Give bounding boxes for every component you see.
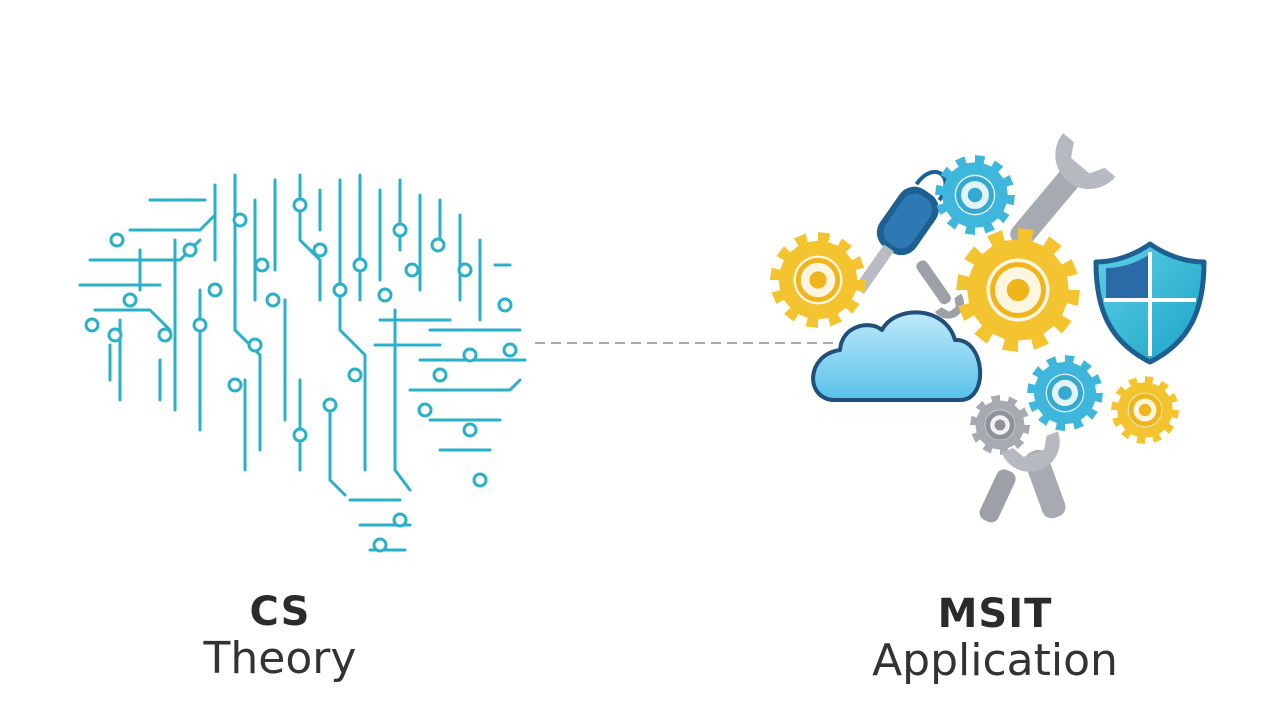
msit-title: MSIT [937,591,1053,637]
wrench-icon [1010,133,1116,247]
cs-theory-label: CS Theory [160,590,400,684]
cloud-icon [811,310,982,402]
gear-icon [970,395,1030,455]
theory-subtitle: Theory [203,633,357,684]
wrench-icon [979,469,1016,523]
gear-icon [1027,355,1103,431]
tools-cluster [770,133,1207,523]
cs-title: CS [249,589,311,635]
gear-icon [956,228,1080,352]
gear-icon [935,155,1015,235]
application-subtitle: Application [872,635,1118,686]
circuit-brain-icon [78,173,527,553]
msit-application-label: MSIT Application [845,592,1145,686]
wrench-icon [1001,431,1066,519]
wrench-icon [916,260,964,319]
gear-icon [770,232,866,328]
shield-icon [1093,241,1207,365]
gear-icon [1111,376,1179,444]
